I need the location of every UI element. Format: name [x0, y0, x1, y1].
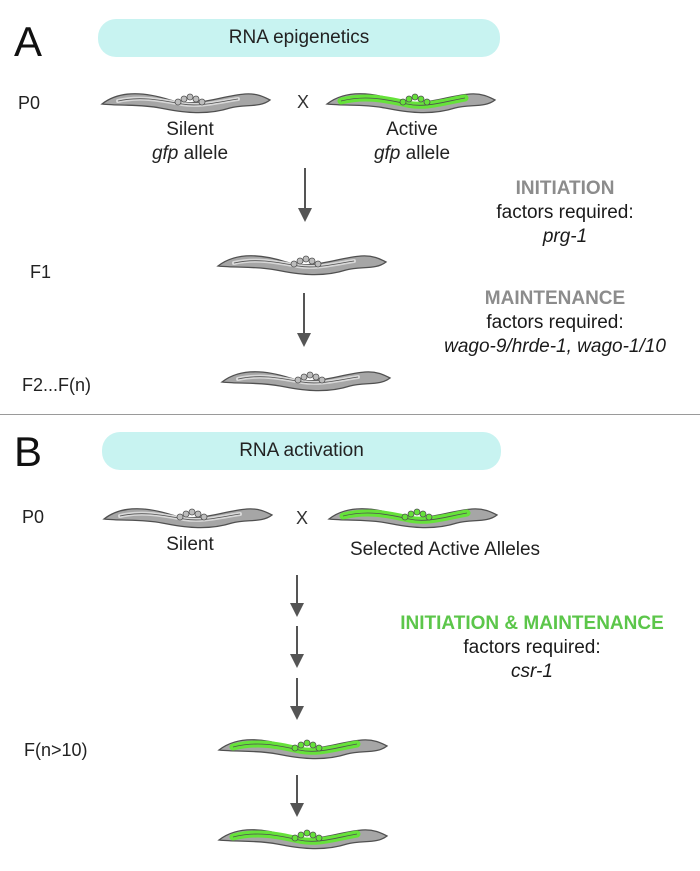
- initiation-maintenance-header: INITIATION & MAINTENANCE: [400, 613, 664, 634]
- panel-b-title-pill: RNA activation: [102, 432, 501, 470]
- panel-b-gen-p0: P0: [22, 507, 45, 527]
- panel-a-f2-worm: [220, 371, 392, 392]
- arrow-icon: [290, 678, 304, 720]
- factor-gene: csr-1: [511, 661, 553, 682]
- panel-a-gen-f2: F2...F(n): [22, 375, 92, 395]
- allele-text: allele: [400, 143, 451, 164]
- panel-b-active-label: Selected Active Alleles: [349, 539, 541, 560]
- arrow-icon: [290, 775, 304, 817]
- allele-text: allele: [178, 143, 229, 164]
- maintenance-sub: factors required:: [486, 312, 624, 333]
- initiation-gene: prg-1: [542, 226, 588, 247]
- active-allele: gfp allele: [352, 142, 472, 166]
- panel-b-factor-block: INITIATION & MAINTENANCE factors require…: [372, 612, 692, 684]
- panel-a-cross: X: [297, 92, 310, 112]
- panel-b-active-worm: [327, 508, 499, 529]
- gfp-italic: gfp: [151, 143, 179, 164]
- panel-b-gen-fn: F(n>10): [24, 740, 88, 760]
- arrow-icon: [290, 575, 304, 617]
- panel-b-letter: B: [14, 428, 43, 475]
- panel-b-cross: X: [296, 508, 309, 528]
- panel-a-active-worm: [325, 93, 497, 114]
- panel-b-fn-worm-2: [217, 829, 389, 850]
- silent-allele: gfp allele: [130, 142, 250, 166]
- arrow-icon: [297, 293, 311, 347]
- panel-a-active-label: Active gfp allele: [352, 118, 472, 166]
- panel-divider: [0, 414, 700, 415]
- maintenance-genes: wago-9/hrde-1, wago-1/10: [444, 336, 666, 357]
- factor-sub: factors required:: [463, 637, 601, 658]
- initiation-sub: factors required:: [496, 202, 634, 223]
- panel-a-title-pill: RNA epigenetics: [98, 19, 500, 57]
- silent-word: Silent: [166, 119, 214, 140]
- panel-a-silent-label: Silent gfp allele: [130, 118, 250, 166]
- panel-a-f1-worm: [216, 255, 388, 276]
- panel-a-initiation-block: INITIATION factors required: prg-1: [460, 177, 670, 249]
- initiation-header: INITIATION: [515, 178, 615, 199]
- arrow-icon: [290, 626, 304, 668]
- panel-a-gen-f1: F1: [30, 262, 52, 282]
- panel-a-maintenance-block: MAINTENANCE factors required: wago-9/hrd…: [420, 287, 690, 359]
- maintenance-header: MAINTENANCE: [484, 288, 626, 309]
- panel-b-fn-worm-1: [217, 739, 389, 760]
- panel-b-silent-label: Silent: [166, 534, 214, 555]
- panel-b-silent-worm: [102, 508, 274, 529]
- panel-a-letter: A: [14, 18, 43, 65]
- gfp-italic: gfp: [373, 143, 401, 164]
- arrow-icon: [298, 168, 312, 222]
- panel-a-silent-worm: [100, 93, 272, 114]
- active-word: Active: [386, 119, 438, 140]
- panel-a-gen-p0: P0: [18, 93, 41, 113]
